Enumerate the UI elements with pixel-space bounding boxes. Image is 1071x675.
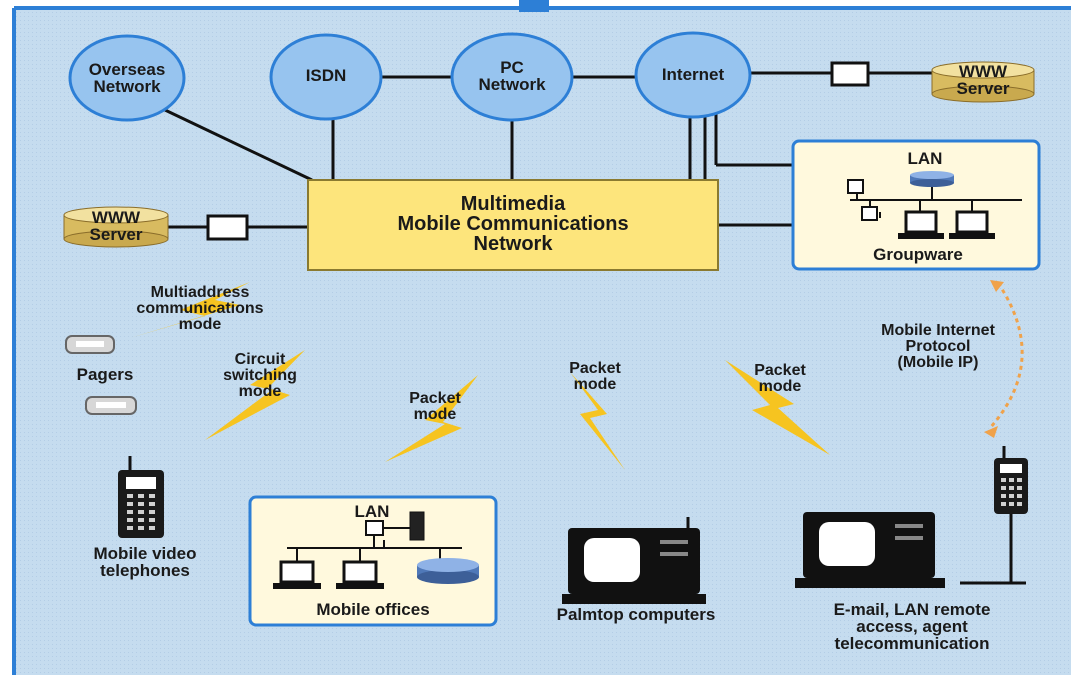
www-server-top-label-line-1: WWW: [958, 62, 1008, 81]
palmtop-computer-icon: [562, 517, 706, 604]
circuit-mode-label-line-3: mode: [238, 383, 282, 400]
lan-mobile-offices-computer-2-icon: [336, 560, 384, 589]
overseas-network-label: Overseas Network: [67, 61, 187, 95]
lan-groupware-computer-1-icon: [898, 210, 944, 239]
isdn-label-line-1: ISDN: [305, 66, 347, 85]
multiaddress-mode-label-line-1: Multiaddress: [150, 284, 250, 301]
mobile-video-telephones-label-line-2: telephones: [100, 561, 190, 580]
isdn-label: ISDN: [276, 67, 376, 84]
mobile-ip-label: Mobile Internet Protocol (Mobile IP): [835, 323, 1041, 371]
www-server-left-label-line-2: Server: [89, 225, 143, 244]
packet-mode-3-label-line-2: mode: [758, 378, 802, 395]
overseas-network-label-line-1: Overseas: [88, 60, 166, 79]
www-server-top-label: WWW Server: [933, 63, 1033, 97]
lightning-multiaddress-icon: [130, 282, 250, 338]
central-network-label-line-3: Network: [473, 233, 553, 255]
lan-mobile-offices-handset-icon: [409, 511, 425, 541]
overseas-network-label-line-2: Network: [93, 77, 161, 96]
lan-mobile-offices-caption: Mobile offices: [316, 600, 430, 619]
packet-mode-1-label-line-2: mode: [413, 406, 457, 423]
frame-top-tab: [519, 0, 549, 12]
lan-mobile-offices-node: [365, 520, 384, 536]
lan-mobile-offices-storage-icon: [417, 558, 479, 584]
mobile-ip-label-line-3: (Mobile IP): [897, 354, 979, 371]
email-label-line-2: access, agent: [856, 617, 968, 636]
packet-mode-3-label-line-1: Packet: [754, 362, 806, 379]
lan-groupware-storage-icon: [910, 171, 954, 187]
lan-groupware-node-2: [861, 206, 878, 221]
mobile-video-telephone-icon: [118, 456, 164, 538]
internet-label-line-1: Internet: [661, 65, 725, 84]
pc-network-cloud[interactable]: [450, 32, 574, 122]
email-label: E-mail, LAN remote access, agent telecom…: [772, 601, 1052, 652]
multiaddress-mode-label: Multiaddress communications mode: [80, 285, 320, 333]
internet-cloud[interactable]: [634, 31, 752, 119]
pc-network-label-line-2: Network: [478, 75, 546, 94]
mobile-ip-label-line-2: Protocol: [905, 338, 971, 355]
circuit-mode-label-line-2: switching: [223, 367, 297, 384]
pc-network-label-line-1: PC: [500, 58, 524, 77]
lan-groupware-computer-2-icon: [949, 210, 995, 239]
lan-groupware-title: LAN: [907, 149, 943, 168]
www-server-left[interactable]: [63, 206, 169, 248]
mobile-phone-right-icon: [960, 446, 1028, 585]
email-label-line-3: telecommunication: [834, 634, 990, 653]
lan-mobile-offices-title: LAN: [354, 502, 390, 521]
mobile-video-telephones-label-line-1: Mobile video: [93, 544, 197, 563]
lan-groupware-caption: Groupware: [873, 245, 963, 264]
www-server-left-label: WWW Server: [66, 209, 166, 243]
lan-mobile-offices-wiring: [287, 527, 462, 562]
lightning-packet-1-icon: [385, 375, 478, 462]
mobile-video-telephones-label: Mobile video telephones: [50, 545, 240, 579]
packet-mode-2-label-line-1: Packet: [569, 360, 621, 377]
mobile-ip-arrow: [984, 280, 1024, 438]
internet-label: Internet: [633, 66, 753, 83]
central-network-label-line-2: Mobile Communications: [397, 213, 629, 235]
packet-mode-2-label-line-2: mode: [573, 376, 617, 393]
email-computer-icon: [795, 512, 945, 588]
multiaddress-mode-label-line-2: communications: [136, 300, 264, 317]
www-server-top[interactable]: [931, 61, 1035, 103]
pc-network-label: PC Network: [452, 59, 572, 93]
pager-1-icon: [65, 335, 115, 354]
mobile-ip-label-line-1: Mobile Internet: [881, 322, 995, 339]
multiaddress-mode-label-line-3: mode: [178, 316, 222, 333]
packet-mode-3-label: Packet mode: [730, 363, 830, 395]
circuit-mode-label: Circuit switching mode: [190, 352, 330, 400]
www-server-top-label-line-2: Server: [956, 79, 1010, 98]
repeater-box-left: [206, 214, 249, 241]
packet-mode-2-label: Packet mode: [545, 361, 645, 393]
lan-groupware-wiring: [850, 185, 1022, 218]
isdn-cloud[interactable]: [269, 33, 383, 121]
central-network-label: Multimedia Mobile Communications Network: [308, 194, 718, 254]
lightning-packet-3-icon: [725, 360, 830, 455]
overseas-network-cloud[interactable]: [68, 34, 186, 122]
email-label-line-1: E-mail, LAN remote: [833, 600, 991, 619]
central-network-label-line-1: Multimedia: [460, 193, 566, 215]
lan-groupware-node-1: [847, 179, 864, 194]
central-network-box[interactable]: [307, 179, 719, 271]
pagers-label: Pagers: [76, 365, 134, 384]
circuit-mode-label-line-1: Circuit: [234, 351, 286, 368]
www-server-left-label-line-1: WWW: [91, 208, 141, 227]
palmtop-computers-label: Palmtop computers: [556, 605, 716, 624]
lan-mobile-offices-computer-1-icon: [273, 560, 321, 589]
packet-mode-1-label: Packet mode: [385, 391, 485, 423]
packet-mode-1-label-line-1: Packet: [409, 390, 461, 407]
lightning-circuit-icon: [205, 350, 305, 440]
pager-2-icon: [85, 396, 137, 415]
repeater-box-top: [830, 61, 870, 87]
